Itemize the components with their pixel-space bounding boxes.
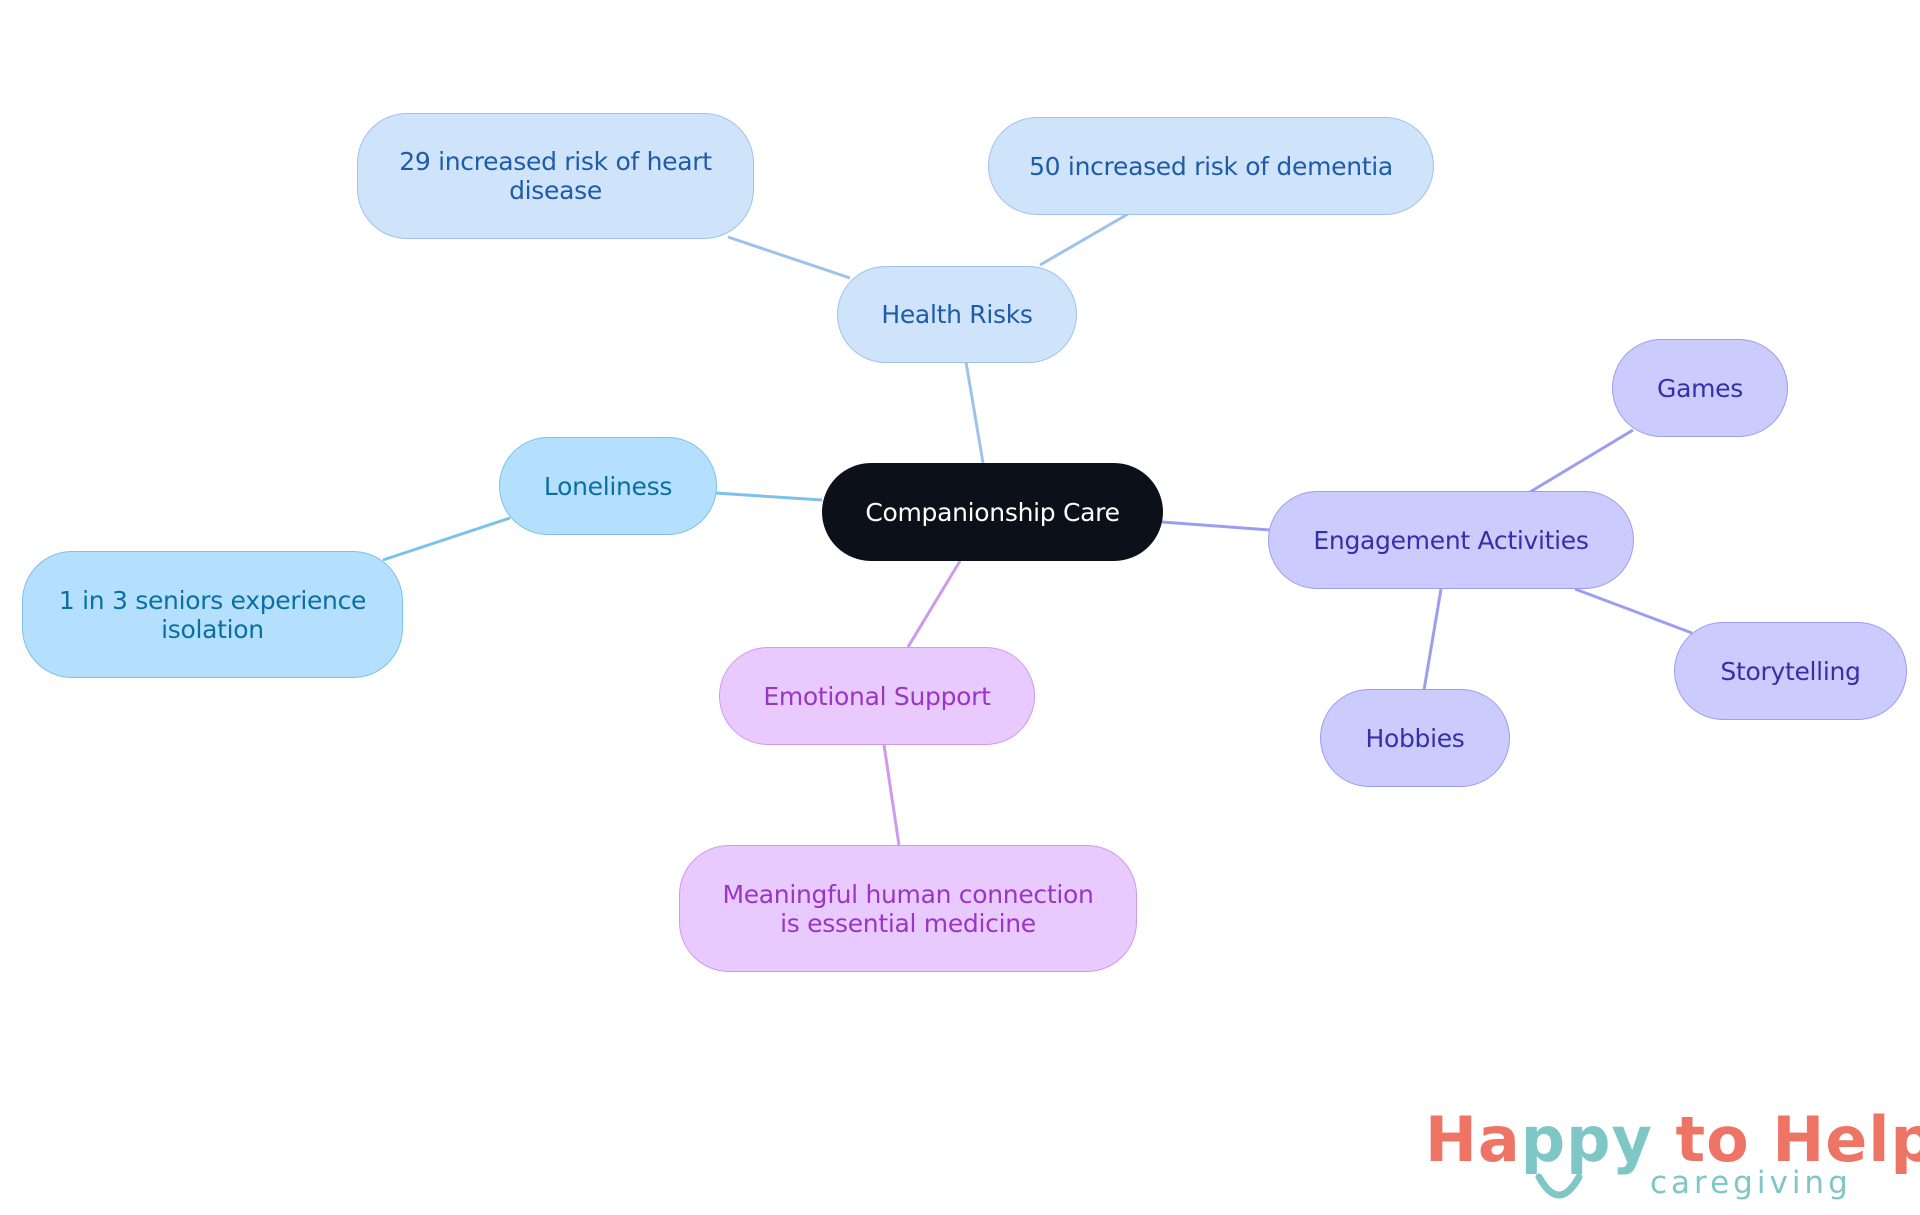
edge-root-loneliness (714, 491, 823, 502)
human-connection-node: Meaningful human connection is essential… (679, 845, 1137, 972)
engagement-activities-node: Engagement Activities (1268, 491, 1634, 589)
happy-to-help-logo: Happy to Help caregiving (1425, 1105, 1920, 1215)
isolation-node: 1 in 3 seniors experience isolation (22, 551, 403, 678)
heart-disease-node: 29 increased risk of heart disease (357, 113, 754, 239)
smile-icon (1535, 1173, 1583, 1199)
logo-part-ha: Ha (1425, 1103, 1521, 1176)
loneliness-node: Loneliness (499, 437, 717, 535)
edge-root-health (964, 361, 985, 464)
isolation-line2: isolation (161, 614, 264, 644)
edge-loneliness-isolation (382, 516, 511, 562)
storytelling-node: Storytelling (1674, 622, 1907, 720)
edge-root-emotional (906, 560, 962, 648)
edge-health-heart (727, 235, 851, 280)
edge-root-engagement (1161, 520, 1271, 532)
storytelling-label: Storytelling (1720, 656, 1861, 686)
health-risks-node: Health Risks (837, 266, 1077, 363)
games-label: Games (1657, 373, 1743, 403)
isolation-line1: 1 in 3 seniors experience (58, 585, 367, 615)
edge-engagement-hobbies (1422, 588, 1443, 691)
dementia-label: 50 increased risk of dementia (1029, 151, 1393, 181)
heart-disease-line2: disease (509, 176, 602, 205)
logo-part-to-help: to Help (1652, 1103, 1920, 1176)
edge-engagement-storytelling (1574, 587, 1693, 635)
loneliness-label: Loneliness (543, 471, 673, 501)
hobbies-label: Hobbies (1365, 723, 1465, 753)
edge-emotional-connection (882, 744, 901, 846)
edge-engagement-games (1529, 428, 1634, 494)
logo-wordmark: Happy to Help (1425, 1105, 1920, 1175)
dementia-node: 50 increased risk of dementia (988, 117, 1434, 215)
logo-tagline: caregiving (1650, 1165, 1852, 1201)
hobbies-node: Hobbies (1320, 689, 1510, 787)
engagement-activities-label: Engagement Activities (1313, 525, 1589, 555)
emotional-support-node: Emotional Support (719, 647, 1035, 745)
edge-health-dementia (1039, 212, 1129, 267)
root-node-label: Companionship Care (865, 497, 1120, 527)
games-node: Games (1612, 339, 1788, 437)
human-connection-line2: is essential medicine (780, 908, 1036, 938)
logo-part-ppy: ppy (1520, 1103, 1653, 1176)
human-connection-line1: Meaningful human connection (722, 879, 1094, 909)
emotional-support-label: Emotional Support (763, 681, 991, 711)
health-risks-label: Health Risks (881, 300, 1033, 329)
heart-disease-line1: 29 increased risk of heart (399, 147, 712, 176)
root-node: Companionship Care (822, 463, 1163, 561)
